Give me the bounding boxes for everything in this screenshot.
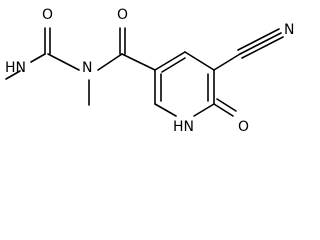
atom-label-amide-n: N <box>82 60 92 76</box>
ring-bond-4 <box>193 103 215 117</box>
bond-amide-carbon-ring <box>121 53 156 71</box>
ring-bond-1-inner <box>161 57 186 73</box>
bond-ring-nitrile-carbon <box>213 53 241 71</box>
bond-ring-carbonyl-2 <box>216 98 237 112</box>
bond-methyl-nh <box>5 70 21 80</box>
bond-nh-urea-carbon <box>30 53 46 63</box>
ring-bond-2 <box>184 51 215 71</box>
bond-urea-carbon-n <box>47 53 80 71</box>
chemical-structure-diagram: N O O HN N HN O <box>5 7 294 135</box>
bond-nitrile-triple-1 <box>239 32 282 55</box>
ring-bond-1 <box>154 51 186 71</box>
atom-label-layer: N O O HN N HN O <box>5 7 294 135</box>
atom-label-urea-nh: HN <box>5 60 26 76</box>
bond-nitrile-triple-3 <box>241 36 284 59</box>
atom-label-nitrile-n: N <box>284 22 294 38</box>
atom-label-amide-o: O <box>117 7 128 23</box>
bond-ring-carbonyl-1 <box>213 103 234 117</box>
bond-n-amide-carbon <box>97 53 123 71</box>
bond-layer <box>5 27 284 117</box>
ring-bond-5 <box>154 103 177 117</box>
atom-label-urea-o: O <box>42 7 53 23</box>
atom-label-ring-nh: HN <box>173 119 194 135</box>
atom-label-ring-o: O <box>238 119 249 135</box>
bond-nitrile-triple-2 <box>237 28 280 51</box>
